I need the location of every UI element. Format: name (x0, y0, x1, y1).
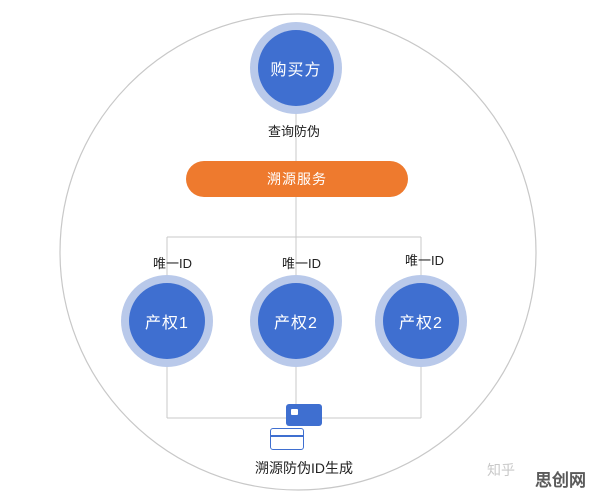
brand-watermark: 思创网 (535, 471, 586, 490)
generation-label: 溯源防伪ID生成 (255, 460, 353, 476)
service-bar: 溯源服务 (186, 161, 408, 197)
unique-id-label-2: 唯一ID (282, 256, 322, 271)
card-outline-icon (270, 428, 304, 450)
property-node-2b: 产权2 (383, 283, 459, 359)
outer-circle (59, 13, 537, 491)
card-icon (286, 404, 322, 426)
buyer-node: 购买方 (258, 30, 334, 106)
property-node-2a: 产权2 (258, 283, 334, 359)
query-label: 查询防伪 (268, 124, 321, 139)
unique-id-label-3: 唯一ID (405, 253, 445, 268)
zhihu-watermark: 知乎 (487, 462, 515, 478)
card-chip (291, 409, 298, 415)
unique-id-label-1: 唯一ID (153, 256, 193, 271)
property-node-1: 产权1 (129, 283, 205, 359)
card-stripe (271, 435, 303, 437)
